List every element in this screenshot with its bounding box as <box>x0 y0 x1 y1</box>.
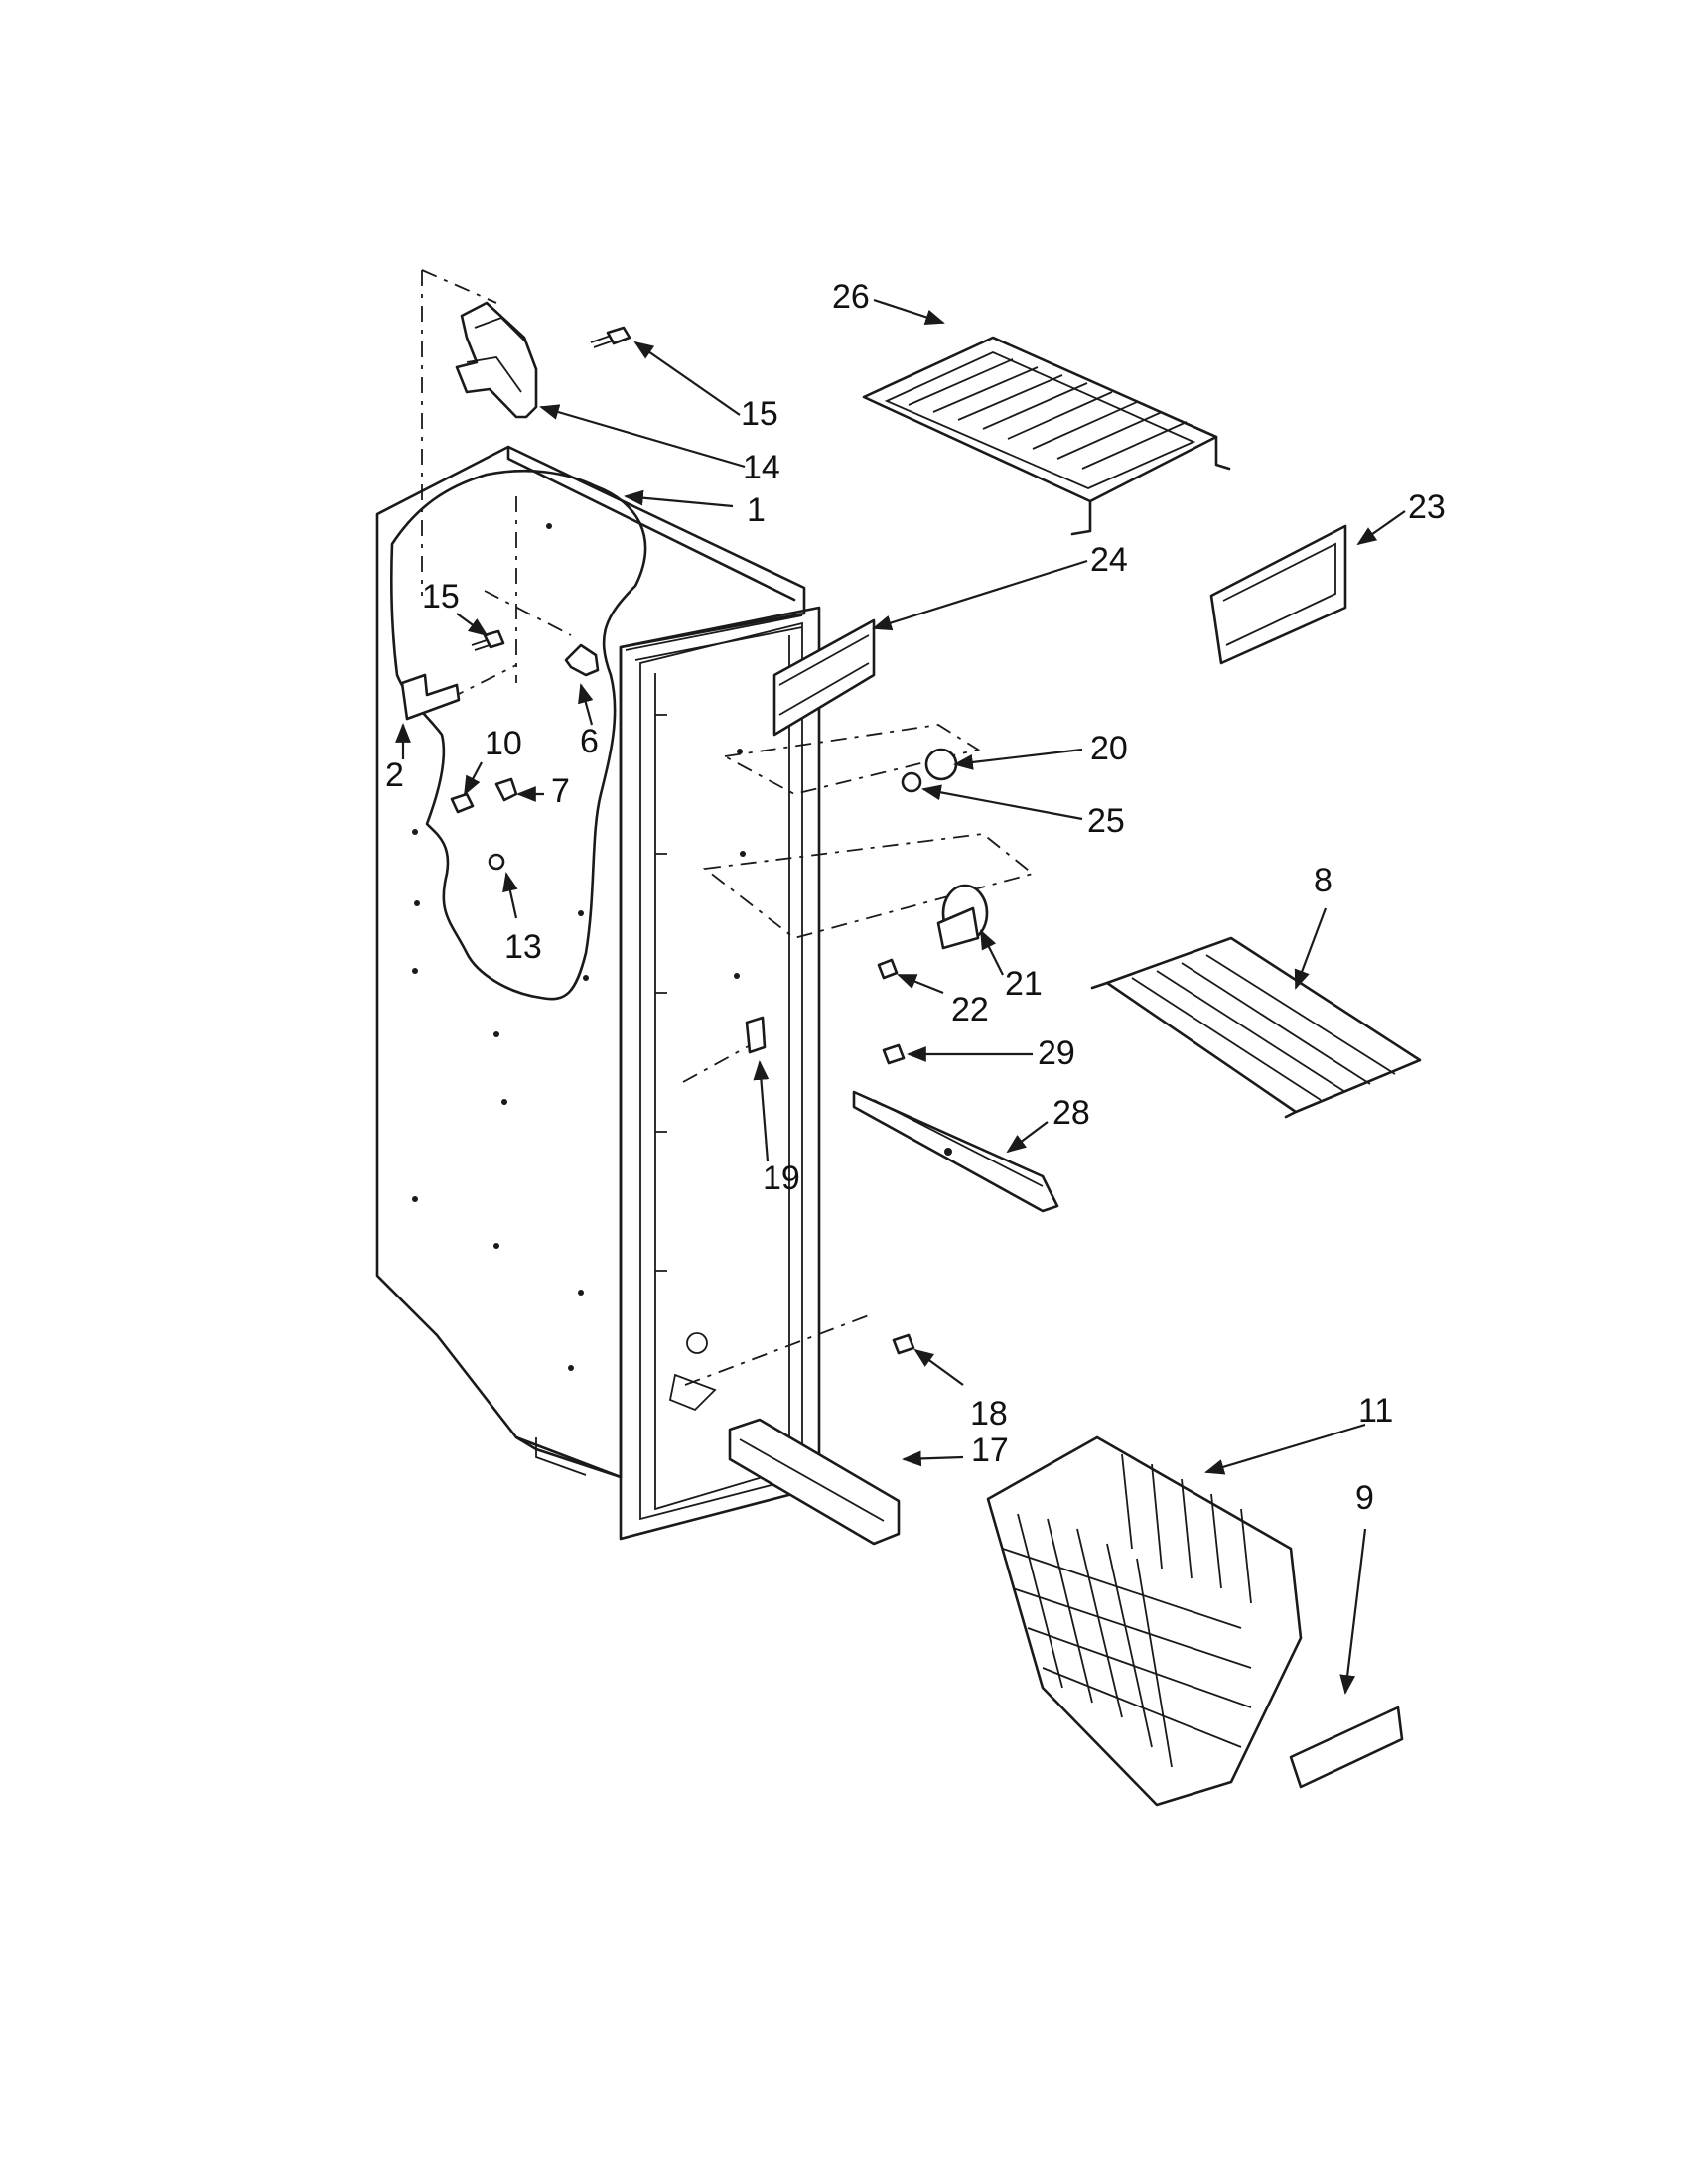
callout-2: 2 <box>385 756 404 794</box>
front-trim <box>728 1418 901 1546</box>
support-bracket <box>852 1090 1059 1213</box>
callout-28: 28 <box>1052 1094 1090 1132</box>
insulation-outline <box>389 469 647 1001</box>
callout-22: 22 <box>951 991 989 1028</box>
callout-24: 24 <box>1090 541 1128 579</box>
callout-20: 20 <box>1090 730 1128 767</box>
screw-icon <box>901 771 922 793</box>
hinge-bracket <box>455 301 538 419</box>
screw-icon <box>471 629 505 651</box>
callout-10: 10 <box>485 725 522 762</box>
damper-assembly <box>936 884 989 950</box>
top-shelf <box>862 336 1231 536</box>
callout-21: 21 <box>1005 965 1043 1003</box>
duct-cover <box>772 618 876 737</box>
wire-shelf <box>1090 936 1422 1119</box>
callout-labels: 26 15 14 1 23 24 15 6 10 20 2 7 25 8 13 … <box>385 278 1446 1517</box>
callout-23: 23 <box>1408 488 1446 526</box>
callout-29: 29 <box>1038 1034 1075 1072</box>
callout-25: 25 <box>1087 802 1125 840</box>
callout-18: 18 <box>970 1395 1008 1433</box>
plug-part <box>488 853 505 871</box>
leader-lines <box>395 298 1406 1695</box>
callout-14: 14 <box>743 449 780 486</box>
screw-icon <box>882 1043 906 1065</box>
callout-19: 19 <box>763 1160 800 1197</box>
callout-6: 6 <box>580 723 599 760</box>
mounting-holes <box>412 523 746 1371</box>
screw-icon <box>892 1333 915 1355</box>
screw-icon <box>450 792 475 814</box>
callout-8: 8 <box>1314 862 1333 899</box>
screw-icon <box>877 958 899 980</box>
screw-icon <box>590 326 632 348</box>
retainer-part <box>564 643 600 677</box>
basket-handle <box>1289 1706 1404 1789</box>
switch-part <box>745 1016 767 1054</box>
callout-26: 26 <box>832 278 870 316</box>
callout-7: 7 <box>551 772 570 810</box>
clip-part <box>400 673 461 721</box>
bracket-part <box>494 777 518 802</box>
callout-13: 13 <box>504 928 542 966</box>
callout-9: 9 <box>1355 1479 1374 1517</box>
callout-17: 17 <box>971 1432 1009 1469</box>
callout-11: 11 <box>1358 1392 1393 1430</box>
wire-basket <box>986 1435 1303 1807</box>
pulley-part <box>924 748 958 781</box>
callout-15: 15 <box>741 395 778 433</box>
callout-1: 1 <box>747 491 766 529</box>
callout-15: 15 <box>422 578 460 615</box>
shelf-front-trim <box>1209 524 1347 665</box>
